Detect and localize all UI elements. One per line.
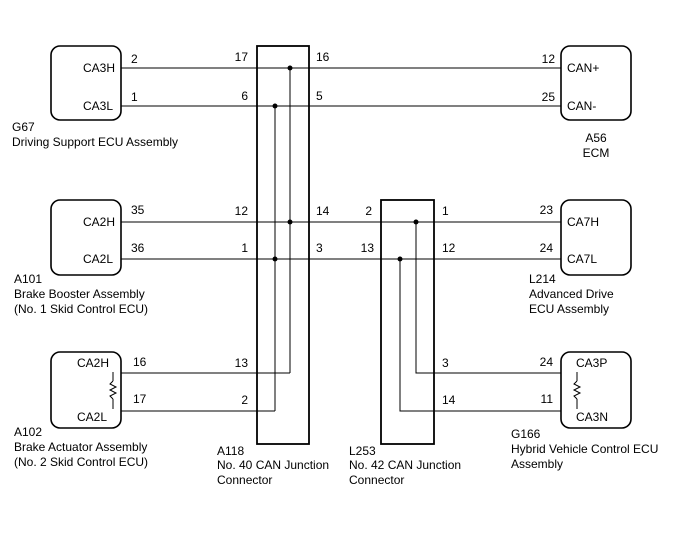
- l214-name-line1: Advanced Drive: [529, 287, 614, 301]
- a56-id-label: A56: [585, 131, 607, 145]
- g166-pin-num-low: 11: [541, 392, 554, 406]
- a118-left-pin: 2: [241, 393, 248, 407]
- g166-name-line2: Assembly: [511, 457, 563, 471]
- a118-left-pin: 1: [241, 241, 248, 255]
- a102-name-line1: Brake Actuator Assembly: [14, 440, 147, 454]
- a56-name-label: ECM: [583, 146, 610, 160]
- l214-ecu-box: [560, 199, 632, 276]
- l253-right-pin: 1: [442, 204, 449, 218]
- g166-ecu-box: [560, 351, 632, 429]
- a118-left-pin: 13: [235, 356, 249, 370]
- a56-pin-low-label: CAN-: [567, 99, 596, 113]
- a101-ecu-box: [50, 199, 122, 276]
- a118-splice-dot: [287, 219, 293, 225]
- a56-pin-num-low: 25: [542, 90, 556, 104]
- g166-name-line1: Hybrid Vehicle Control ECU: [511, 442, 658, 456]
- a118-right-pin: 3: [316, 241, 323, 255]
- l253-splice-dot: [413, 219, 419, 225]
- a118-splice-dot: [272, 103, 278, 109]
- a118-left-pin: 17: [235, 50, 249, 64]
- l253-bus-high-trunk: [415, 222, 434, 374]
- g67-pin-num-high: 2: [131, 52, 138, 66]
- a56-pin-high-label: CAN+: [567, 61, 599, 75]
- a101-name-line1: Brake Booster Assembly: [14, 287, 145, 301]
- g166-pin-high-label: CA3P: [576, 356, 607, 370]
- g67-pin-low-label: CA3L: [83, 99, 113, 113]
- a101-name-line2: (No. 1 Skid Control ECU): [14, 302, 148, 316]
- wires: [121, 67, 561, 412]
- a102-pin-high-label: CA2H: [77, 356, 109, 370]
- a118-right-pin: 14: [316, 204, 330, 218]
- g67-name-label: Driving Support ECU Assembly: [12, 135, 178, 149]
- a118-name-line2: Connector: [217, 473, 272, 487]
- l253-name-line2: Connector: [349, 473, 404, 487]
- a101-pin-high-label: CA2H: [83, 215, 115, 229]
- g166-pin-low-label: CA3N: [576, 410, 608, 424]
- l253-connector-box: [380, 199, 435, 445]
- l253-left-pin: 13: [361, 241, 375, 255]
- g67-pin-num-low: 1: [131, 90, 138, 104]
- a102-ecu-box: [50, 351, 122, 429]
- a118-splice-dot: [272, 256, 278, 262]
- g166-id-label: G166: [511, 427, 541, 441]
- a102-pin-num-low: 17: [133, 392, 147, 406]
- a118-left-pin: 6: [241, 89, 248, 103]
- l253-id-label: L253: [349, 444, 376, 458]
- a102-id-label: A102: [14, 425, 42, 439]
- l253-right-pin: 14: [442, 393, 456, 407]
- a101-pin-num-high: 35: [131, 203, 145, 217]
- l214-pin-num-low: 24: [540, 241, 554, 255]
- l214-pin-num-high: 23: [540, 203, 554, 217]
- a118-name-line1: No. 40 CAN Junction: [217, 458, 329, 472]
- a118-connector-box: [256, 45, 310, 445]
- l253-right-pin: 3: [442, 356, 449, 370]
- l253-left-pin: 2: [365, 204, 372, 218]
- g166-termination-resistor: [572, 372, 582, 409]
- l214-name-line2: ECU Assembly: [529, 302, 609, 316]
- a118-id-label: A118: [217, 444, 244, 458]
- a102-pin-low-label: CA2L: [77, 410, 107, 424]
- a118-right-pin: 5: [316, 89, 323, 103]
- a118-left-pin: 12: [235, 204, 249, 218]
- l214-id-label: L214: [529, 272, 556, 286]
- a102-name-line2: (No. 2 Skid Control ECU): [14, 455, 148, 469]
- l253-name-line1: No. 42 CAN Junction: [349, 458, 461, 472]
- a118-right-pin: 16: [316, 50, 330, 64]
- l253-right-pin: 12: [442, 241, 456, 255]
- a101-pin-num-low: 36: [131, 241, 145, 255]
- a118-splice-dot: [287, 65, 293, 71]
- a56-pin-num-high: 12: [542, 52, 556, 66]
- l253-bus-low-trunk: [399, 259, 434, 412]
- l253-internal-bus: [381, 219, 434, 412]
- a102-termination-resistor: [108, 372, 118, 409]
- a56-ecm-box: [560, 45, 632, 121]
- g67-ecu-box: [50, 45, 122, 121]
- g166-pin-num-high: 24: [540, 355, 554, 369]
- a101-id-label: A101: [14, 272, 42, 286]
- l214-pin-low-label: CA7L: [567, 252, 597, 266]
- a102-pin-num-high: 16: [133, 355, 147, 369]
- g67-pin-high-label: CA3H: [83, 61, 115, 75]
- g67-id-label: G67: [12, 120, 35, 134]
- l253-splice-dot: [397, 256, 403, 262]
- l214-pin-high-label: CA7H: [567, 215, 599, 229]
- a101-pin-low-label: CA2L: [83, 252, 113, 266]
- a118-internal-bus: [257, 65, 309, 412]
